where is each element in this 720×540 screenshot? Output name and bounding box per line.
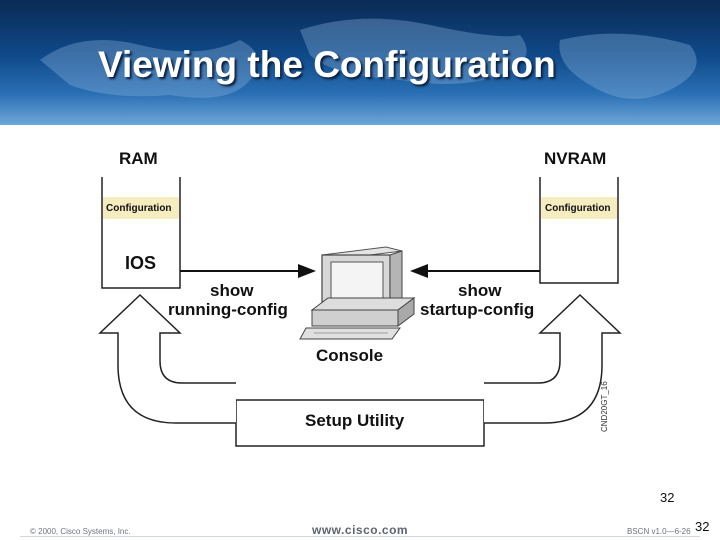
show-running-line1: show: [210, 281, 254, 300]
nvram-box: [539, 177, 619, 284]
figure-id-label: CND20GT_16: [600, 381, 609, 432]
nvram-label: NVRAM: [544, 149, 607, 168]
setup-utility-box: [235, 399, 485, 447]
running-config-arrowhead: [298, 264, 316, 278]
ram-box: [101, 177, 181, 289]
page-number: 32: [660, 490, 675, 505]
title-banner: Viewing the Configuration: [0, 0, 720, 125]
footer-copyright: © 2000, Cisco Systems, Inc.: [30, 527, 131, 536]
console-computer-icon: [299, 246, 416, 340]
console-label: Console: [316, 346, 384, 365]
footer-url: www.cisco.com: [312, 523, 409, 537]
startup-config-arrowhead: [410, 264, 428, 278]
nvram-config-band: [541, 197, 617, 219]
setup-utility-label: Setup Utility: [305, 411, 405, 430]
page-number-corner: 32: [695, 519, 710, 534]
footer-divider: [20, 536, 700, 537]
setup-to-nvram-arrow: [484, 293, 622, 424]
ram-label: RAM: [119, 149, 158, 168]
world-map-background: [40, 18, 697, 99]
setup-to-ram-arrow: [98, 293, 236, 424]
footer-course-code: BSCN v1.0—6-26: [627, 527, 691, 536]
configuration-diagram: [98, 177, 622, 447]
ram-config-band: [103, 197, 179, 219]
show-running-line2: running-config: [168, 300, 288, 319]
ios-label: IOS: [125, 253, 157, 273]
ram-configuration-label: Configuration: [106, 203, 172, 214]
show-startup-line1: show: [458, 281, 502, 300]
show-startup-line2: startup-config: [420, 300, 535, 319]
slide-title: Viewing the Configuration: [98, 44, 556, 85]
nvram-configuration-label: Configuration: [545, 203, 611, 214]
